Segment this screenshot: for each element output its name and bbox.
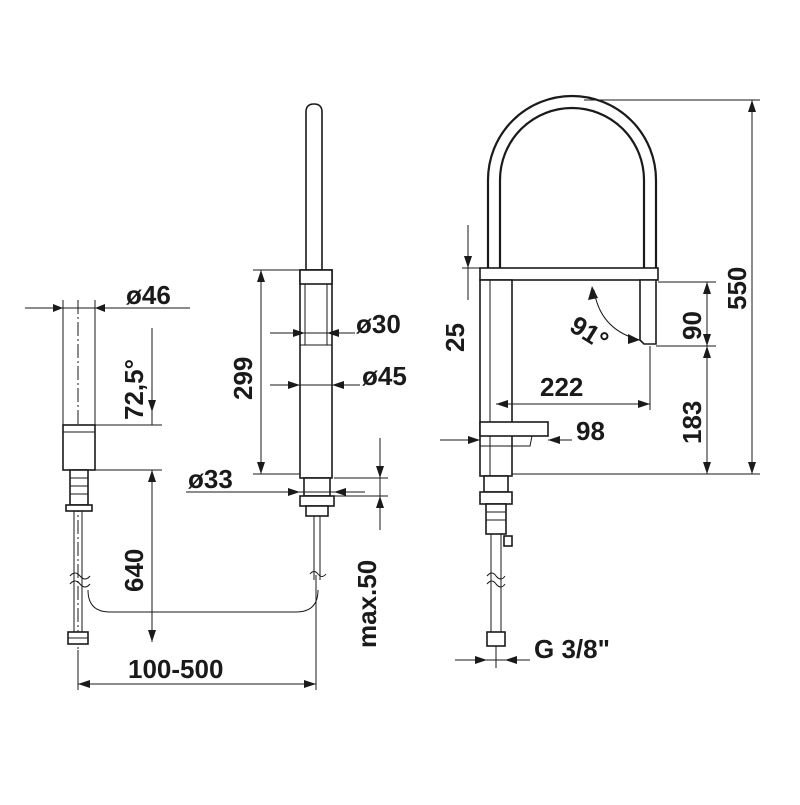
dim-d30: ø30 <box>356 309 401 339</box>
dim-d550: 550 <box>722 267 752 310</box>
dim-d25: 25 <box>440 323 470 352</box>
right-view: 25 91° 90 183 550 222 <box>440 94 760 668</box>
left-view: ø46 72,5° 640 <box>25 280 190 650</box>
dim-d222: 222 <box>540 372 583 402</box>
dim-d45: ø45 <box>362 361 407 391</box>
dim-d299: 299 <box>228 357 258 400</box>
dim-d183: 183 <box>677 401 707 444</box>
dim-a72: 72,5° <box>119 359 149 420</box>
dim-d640: 640 <box>119 549 149 592</box>
dim-d90: 90 <box>677 311 707 340</box>
dim-d100-500: 100-500 <box>128 654 223 684</box>
dim-100-500-group: 100-500 <box>77 575 317 690</box>
dim-g38: G 3/8" <box>534 634 610 664</box>
connection-hose <box>87 589 319 613</box>
middle-view: 299 ø30 ø45 ø33 max.50 <box>186 103 407 648</box>
dim-d46: ø46 <box>126 280 171 310</box>
dim-a91: 91° <box>565 310 614 356</box>
dim-max50: max.50 <box>352 560 382 648</box>
dim-d98: 98 <box>576 416 605 446</box>
dim-d33: ø33 <box>188 464 233 494</box>
